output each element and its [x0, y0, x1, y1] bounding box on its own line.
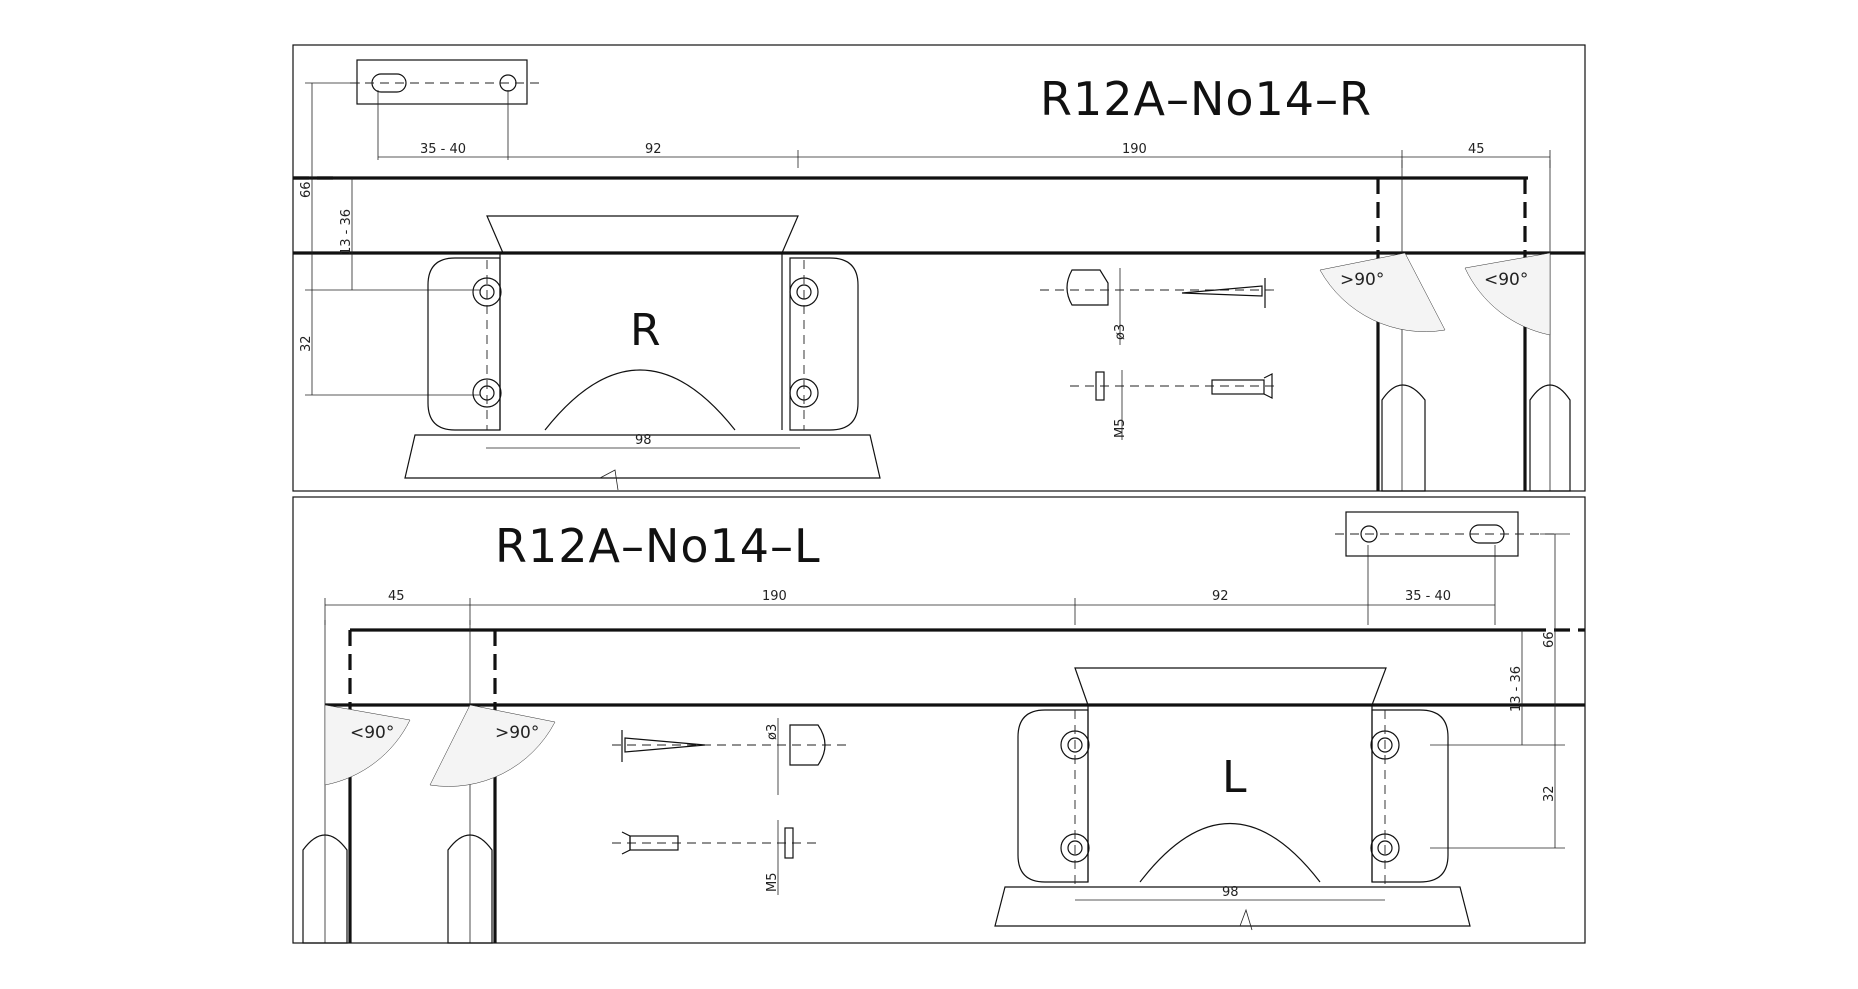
dim-b: 190 [1122, 142, 1147, 157]
dim-height: 66 [1542, 631, 1557, 648]
dim-gap: 13 - 36 [1509, 666, 1524, 712]
dim-c: 45 [1468, 142, 1485, 157]
panel-frame [292, 496, 1586, 944]
angle-label-2: <90° [1484, 270, 1528, 290]
panel-right-hinge: R12A–No14–R 35 - 40 92 190 45 [292, 44, 1586, 492]
slot-plate [1335, 511, 1560, 557]
dimension-top: 45 190 92 35 - 40 [324, 545, 1496, 625]
dim-c: 45 [388, 589, 405, 604]
dim-slot: 35 - 40 [420, 142, 466, 157]
fasteners: ø3 M5 [612, 718, 848, 895]
cabinet-left: <90° >90° [302, 620, 556, 944]
panel-frame [292, 44, 1586, 492]
dimension-left: 66 13 - 36 32 [299, 82, 480, 396]
dim-width: 98 [1222, 885, 1239, 900]
dimension-right: 66 13 - 36 32 [1430, 533, 1570, 849]
hinge-letter: R [630, 305, 661, 356]
screw-diameter: ø3 [765, 724, 780, 740]
dim-a: 92 [645, 142, 662, 157]
hinge-body: 98 R [404, 215, 881, 491]
dim-pitch: 32 [299, 335, 314, 352]
dimension-top: 35 - 40 92 190 45 [377, 90, 1551, 168]
panel-title: R12A–No14–L [495, 519, 821, 573]
fasteners: ø3 M5 [1040, 268, 1280, 440]
angle-label-2: >90° [495, 723, 539, 743]
angle-label-1: <90° [350, 723, 394, 743]
slot-plate [350, 59, 540, 105]
panel-left-hinge: R12A–No14–L 45 190 92 35 - 40 [292, 496, 1586, 944]
screw-diameter: ø3 [1113, 324, 1128, 340]
dim-a: 92 [1212, 589, 1229, 604]
angle-label-1: >90° [1340, 270, 1384, 290]
dim-gap: 13 - 36 [339, 209, 354, 255]
panel-title: R12A–No14–R [1040, 72, 1372, 126]
cabinet-right: >90° <90° [1319, 160, 1571, 492]
dim-slot: 35 - 40 [1405, 589, 1451, 604]
hinge-letter: L [1222, 752, 1247, 803]
dim-pitch: 32 [1542, 785, 1557, 802]
bolt-size: M5 [765, 873, 780, 893]
hinge-body: 98 L [994, 667, 1471, 931]
bolt-size: M5 [1113, 419, 1128, 439]
dim-height: 66 [299, 181, 314, 198]
dim-width: 98 [635, 433, 652, 448]
dim-b: 190 [762, 589, 787, 604]
